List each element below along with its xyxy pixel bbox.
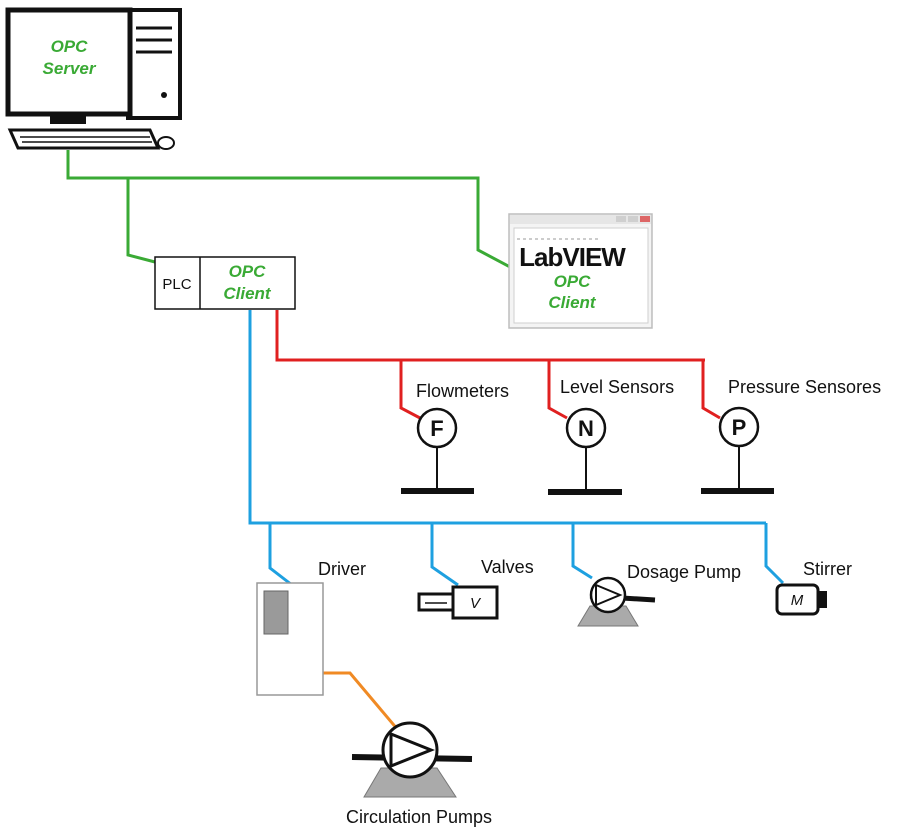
labview-titlebar [510, 215, 651, 224]
pressure-symbol: P [732, 415, 747, 440]
flowmeter-symbol: F [430, 416, 443, 441]
server-label-line2: Server [43, 59, 97, 78]
sensor-drop-pressure [701, 360, 721, 420]
actuator-bus [248, 310, 766, 525]
driver-label: Driver [318, 559, 366, 579]
valve-symbol: V [470, 595, 482, 612]
actuator-drop-driver [268, 523, 293, 587]
labview-logo: LabVIEW [519, 242, 626, 272]
level-sensor: N Level Sensors [548, 377, 674, 495]
pressure-sensors-label: Pressure Sensores [728, 377, 881, 397]
circulation-pump: Circulation Pumps [346, 721, 492, 827]
labview-client-line1: OPC [554, 272, 592, 291]
level-symbol: N [578, 416, 594, 441]
flowmeters-label: Flowmeters [416, 381, 509, 401]
level-sensors-label: Level Sensors [560, 377, 674, 397]
labview-window: LabVIEW OPC Client [508, 213, 653, 329]
driver-unit: Driver [256, 559, 366, 696]
actuator-drop-valves [430, 523, 459, 587]
opc-server-computer: OPC Server [5, 7, 182, 150]
dosage-pump: Dosage Pump [577, 562, 741, 627]
flowmeter-sensor: F Flowmeters [401, 381, 509, 494]
labview-client-line2: Client [548, 293, 597, 312]
sensor-bus [275, 310, 705, 362]
plc-client-line2: Client [223, 284, 272, 303]
valve: V Valves [417, 557, 534, 620]
plc-client-line1: OPC [229, 262, 267, 281]
actuator-drop-stirrer [764, 523, 785, 585]
pressure-sensor: P Pressure Sensores [701, 377, 881, 494]
driver-display [263, 590, 289, 635]
ethernet-link-plc [126, 178, 156, 264]
stirrer-label: Stirrer [803, 559, 852, 579]
ethernet-link [66, 150, 513, 270]
sensor-drop-flowmeters [399, 360, 421, 420]
plc-label: PLC [162, 276, 191, 293]
stirrer-motor: M Stirrer [775, 559, 852, 616]
sensor-drop-level [547, 360, 568, 420]
stirrer-symbol: M [791, 592, 804, 609]
drive-link [323, 671, 400, 731]
mouse [157, 136, 175, 150]
keyboard [7, 128, 161, 150]
dosage-pump-label: Dosage Pump [627, 562, 741, 582]
valves-label: Valves [481, 557, 534, 577]
server-label-line1: OPC [51, 37, 89, 56]
actuator-drop-dosage [571, 523, 593, 580]
plc-box: PLC OPC Client [154, 256, 296, 310]
circulation-pumps-label: Circulation Pumps [346, 807, 492, 827]
tower [126, 8, 182, 120]
